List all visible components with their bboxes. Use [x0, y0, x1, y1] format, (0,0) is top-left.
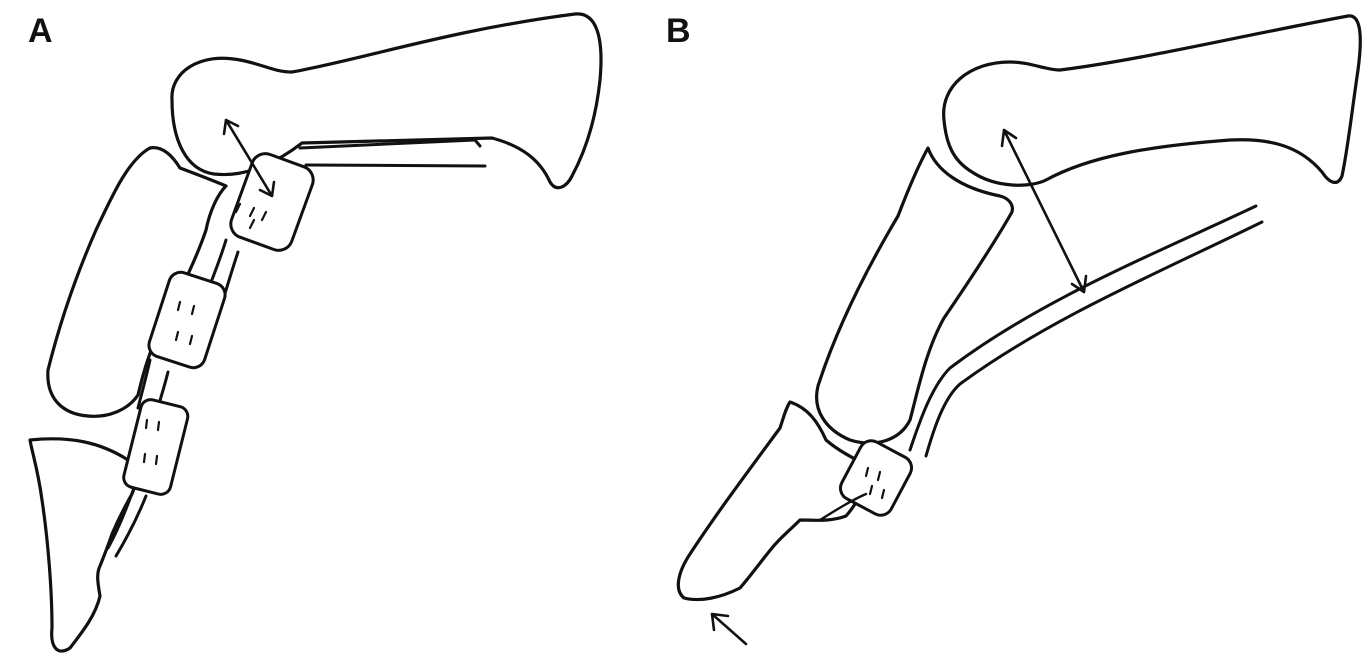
pad-a3 [122, 398, 190, 497]
pointer-arrow [712, 614, 746, 644]
panel-a-label: A [28, 14, 53, 48]
distal-phalanx-a [30, 439, 135, 651]
middle-phalanx-b [817, 148, 1013, 443]
panel-b [678, 16, 1360, 644]
tendon-a-end [475, 140, 480, 146]
proximal-phalanx-b [944, 16, 1361, 185]
proximal-phalanx-a [172, 14, 601, 188]
panel-a [30, 14, 601, 651]
panel-b-label: B [666, 14, 691, 48]
